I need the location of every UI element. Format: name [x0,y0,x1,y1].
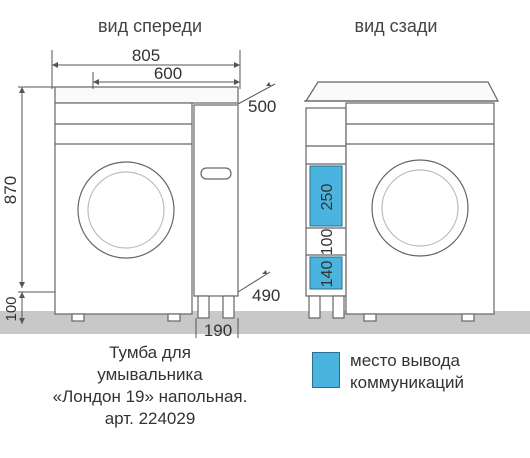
legend-swatch [312,352,340,388]
front-view [54,86,239,322]
caption-line-1: Тумба для [109,343,191,362]
caption-line-4: арт. 224029 [104,409,196,428]
legend-label: место вывода коммуникаций [350,350,464,394]
dimension-plinth-height: 100 [3,296,20,321]
caption-line-3: «Лондон 19» напольная. [52,387,248,406]
dimension-depth-top: 500 [248,97,276,116]
dimension-depth-bottom: 490 [252,286,280,305]
front-dimension-arrows [19,62,271,324]
caption-line-2: умывальника [97,365,203,384]
front-cabinet-handle [200,167,232,180]
legend-line-2: коммуникаций [350,373,465,392]
dimension-total-width: 805 [132,46,160,65]
dimension-height: 870 [1,176,20,204]
shelf-dimension-lower: 140 [319,261,336,288]
front-washer-door [77,161,175,259]
floor [0,311,530,334]
back-countertop [304,81,499,102]
communication-zone-upper [309,165,343,227]
dimension-cabinet-width: 190 [204,321,232,340]
legend-line-1: место вывода [350,351,460,370]
dimension-sink-width: 600 [154,64,182,83]
front-dimensions [18,50,276,338]
back-view [304,81,499,322]
product-caption: Тумба для умывальника «Лондон 19» наполь… [0,342,300,430]
shelf-dimension-upper: 250 [319,184,336,211]
front-side-cabinet [193,104,239,297]
back-view-label: вид сзади [355,16,438,36]
front-countertop [54,86,239,104]
communication-zone-lower [309,256,343,290]
front-view-label: вид спереди [98,16,202,36]
shelf-dimension-middle: 100 [319,229,336,256]
back-washer-door [371,159,469,257]
